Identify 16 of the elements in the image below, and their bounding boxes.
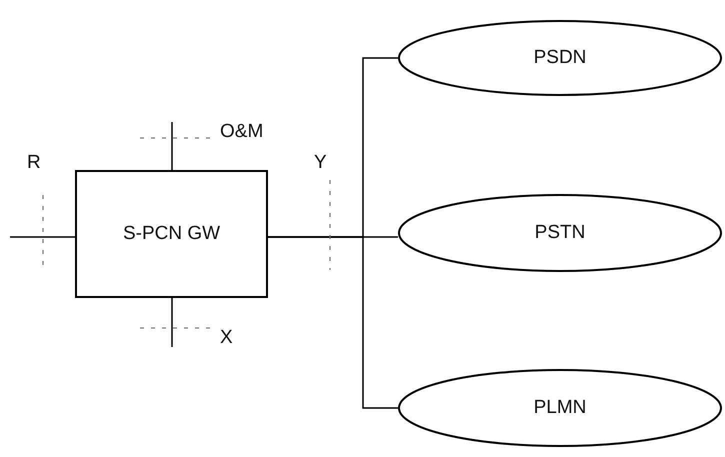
connector-line [268,236,398,409]
reference-point-label: Y [314,153,327,172]
network-ellipse [398,369,722,447]
connector-line [171,298,173,347]
node-label: PSTN [534,220,586,245]
reference-point-label: R [27,153,41,172]
node-label: PLMN [534,396,586,420]
reference-point-label: O&M [220,122,264,141]
reference-point-label: X [220,328,233,347]
network-ellipse [398,194,722,272]
node-label: PSDN [534,46,586,70]
network-ellipse [398,20,722,96]
gateway-box [75,170,268,298]
connector-line [171,122,173,170]
connector-line [10,236,75,238]
node-label: S-PCN GW [122,222,220,246]
